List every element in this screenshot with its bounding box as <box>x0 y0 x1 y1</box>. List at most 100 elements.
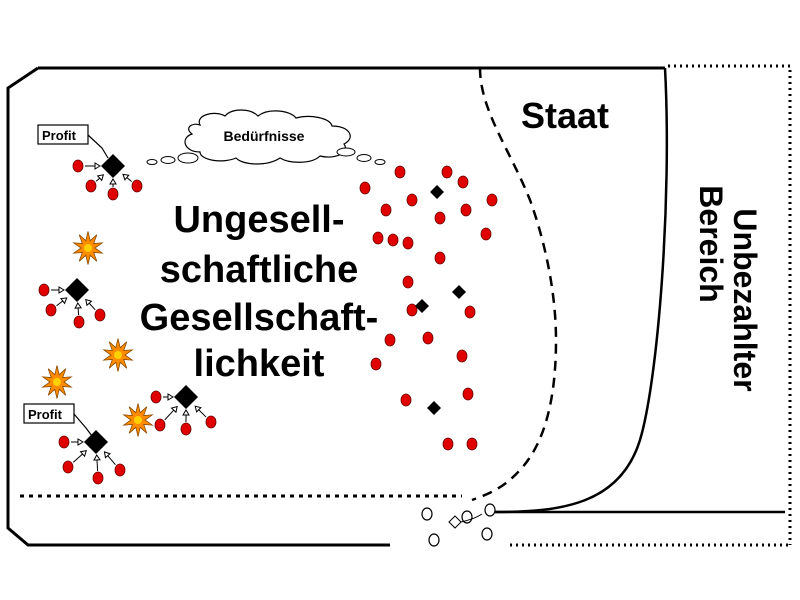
state-label: Staat <box>521 95 609 136</box>
red-dot-icon <box>92 471 104 485</box>
arrow-head <box>59 297 68 305</box>
diamond-icon <box>65 278 89 302</box>
diamond-icon <box>452 285 466 299</box>
red-dot-icon <box>434 251 446 265</box>
red-dot-icon <box>107 187 119 201</box>
arrow-head <box>194 405 202 413</box>
red-dot-icon <box>38 283 50 297</box>
red-dot-icon <box>72 159 84 173</box>
diamond-icon <box>101 154 125 178</box>
arrow-head <box>182 409 190 416</box>
red-dot-icon <box>394 165 406 179</box>
arrow-shaft <box>88 302 96 311</box>
arrow-head <box>74 302 83 309</box>
red-dot-icon <box>131 179 143 193</box>
red-dot-icon <box>457 175 469 189</box>
arrow-shaft <box>72 453 83 463</box>
red-dot-icon <box>456 349 468 363</box>
red-dot-icon <box>150 390 162 404</box>
main-label-4: lichkeit <box>194 343 325 385</box>
society-boundary <box>6 66 665 547</box>
arrow-head <box>79 450 88 458</box>
arrow-head <box>96 174 105 182</box>
red-dot-icon <box>434 211 446 225</box>
explosion-core <box>84 244 92 252</box>
arrow-head <box>122 173 130 181</box>
unpaid-label-2: Bereich <box>693 185 729 302</box>
diamond-icon <box>415 299 429 313</box>
red-dot-icon <box>464 305 476 319</box>
open-circle-icon <box>421 507 433 521</box>
explosions <box>41 231 154 437</box>
main-label-1: Ungesell- <box>173 199 344 241</box>
open-circle-icon <box>484 503 496 517</box>
diamond-icon <box>174 385 198 409</box>
profit-box-bottom: Profit <box>23 403 93 437</box>
red-dot-icon <box>441 165 453 179</box>
state-boundary <box>494 67 669 514</box>
main-label-3: Gesellschaft- <box>140 297 379 339</box>
red-dot-icon <box>380 203 392 217</box>
main-label-2: schaftliche <box>160 249 359 291</box>
explosion-core <box>134 416 142 424</box>
thought-cloud-icon <box>146 109 386 165</box>
red-dot-icon <box>460 203 472 217</box>
red-dot-icon <box>406 193 418 207</box>
red-dot-icon <box>370 357 382 371</box>
arrow-shaft <box>56 300 64 307</box>
arrow-shaft <box>198 409 207 418</box>
red-dot-icon <box>73 315 85 329</box>
red-dot-icon <box>58 435 70 449</box>
red-dot-icon <box>422 331 434 345</box>
red-dot-icon <box>372 231 384 245</box>
red-dot-icon <box>94 308 106 322</box>
red-dot-icon <box>114 463 126 477</box>
red-dot-icon <box>466 437 478 451</box>
arrow-head <box>93 454 101 461</box>
red-dot-icon <box>400 393 412 407</box>
red-dot-icon <box>45 303 57 317</box>
red-dot-icon <box>154 418 166 432</box>
market-nodes <box>51 154 466 472</box>
red-dot-icon <box>486 193 498 207</box>
red-dot-icon <box>387 233 399 247</box>
diamond-icon <box>427 401 441 415</box>
diamond-icon <box>430 185 444 199</box>
red-dot-icon <box>205 415 217 429</box>
explosion-core <box>114 351 122 359</box>
arrow-head <box>170 405 178 414</box>
profit-label-bottom: Profit <box>28 407 63 422</box>
red-dot-icon <box>180 422 192 436</box>
arrow-shaft <box>164 409 175 421</box>
boundaries <box>6 64 792 547</box>
red-dot-icon <box>359 181 371 195</box>
bottom-elements <box>421 503 496 547</box>
explosion-core <box>53 378 61 386</box>
arrow-head <box>109 178 117 185</box>
open-circle-icon <box>481 527 493 541</box>
profit-box-top: Profit <box>37 124 109 159</box>
arrow-head <box>58 286 65 294</box>
unpaid-label-1: Unbezahlter <box>727 208 763 391</box>
open-circle-icon <box>428 533 440 547</box>
red-dot-icon <box>406 303 418 317</box>
arrow-head <box>167 393 174 401</box>
profit-label-top: Profit <box>42 128 77 143</box>
arrow-shaft <box>126 177 132 182</box>
arrow-head <box>103 451 111 459</box>
red-dot-icon <box>85 179 97 193</box>
arrow-head <box>77 438 84 446</box>
red-dot-icon <box>62 460 74 474</box>
open-diamond-icon <box>448 515 462 529</box>
arrow-head <box>94 162 101 170</box>
red-dot-icon <box>402 236 414 250</box>
diamond-icon <box>84 430 108 454</box>
connector-line <box>460 513 483 523</box>
red-dots <box>38 159 498 485</box>
arrow-shaft <box>96 459 99 472</box>
arrow-shaft <box>95 177 101 182</box>
red-dot-icon <box>462 387 474 401</box>
arrow-head <box>85 298 93 307</box>
arrow-shaft <box>107 455 116 466</box>
